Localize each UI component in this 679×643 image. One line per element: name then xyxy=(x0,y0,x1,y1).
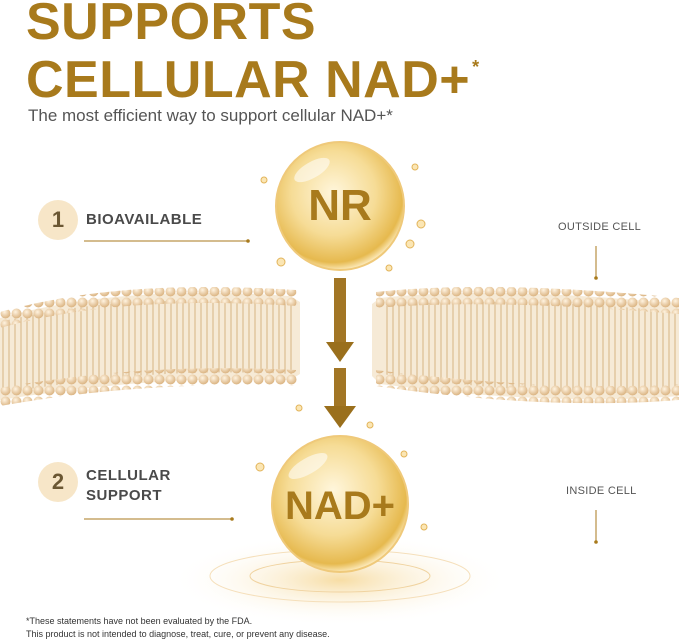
membrane-left xyxy=(0,286,300,406)
nr-text: NR xyxy=(308,181,372,230)
membrane-right xyxy=(372,286,679,404)
outside-cell-label: OUTSIDE CELL xyxy=(558,221,642,233)
nad-molecule xyxy=(271,435,409,573)
asterisk-mark: * xyxy=(472,57,480,77)
nr-molecule xyxy=(275,141,405,271)
particles xyxy=(255,163,428,531)
nad-text: NAD+ xyxy=(284,484,396,528)
headline-line2-text: CELLULAR NAD+ xyxy=(26,51,471,109)
fda-disclaimer-1: *These statements have not been evaluate… xyxy=(26,616,253,626)
arrow-down-lower xyxy=(324,368,356,428)
headline-line1: SUPPORTS xyxy=(26,0,317,51)
headline-line2: CELLULAR NAD+* xyxy=(26,54,480,106)
fda-disclaimer-2: This product is not intended to diagnose… xyxy=(26,629,330,639)
arrow-down-upper xyxy=(326,278,354,362)
step2-badge: 2 xyxy=(38,462,78,502)
step1-label: BIOAVAILABLE xyxy=(86,211,203,228)
step2-label: CELLULAR SUPPORT xyxy=(86,466,171,506)
step2-label-line1: CELLULAR xyxy=(86,467,171,484)
step2-label-line2: SUPPORT xyxy=(86,487,163,504)
step1-badge: 1 xyxy=(38,200,78,240)
subtitle: The most efficient way to support cellul… xyxy=(28,106,393,125)
inside-cell-label: INSIDE CELL xyxy=(566,485,637,497)
